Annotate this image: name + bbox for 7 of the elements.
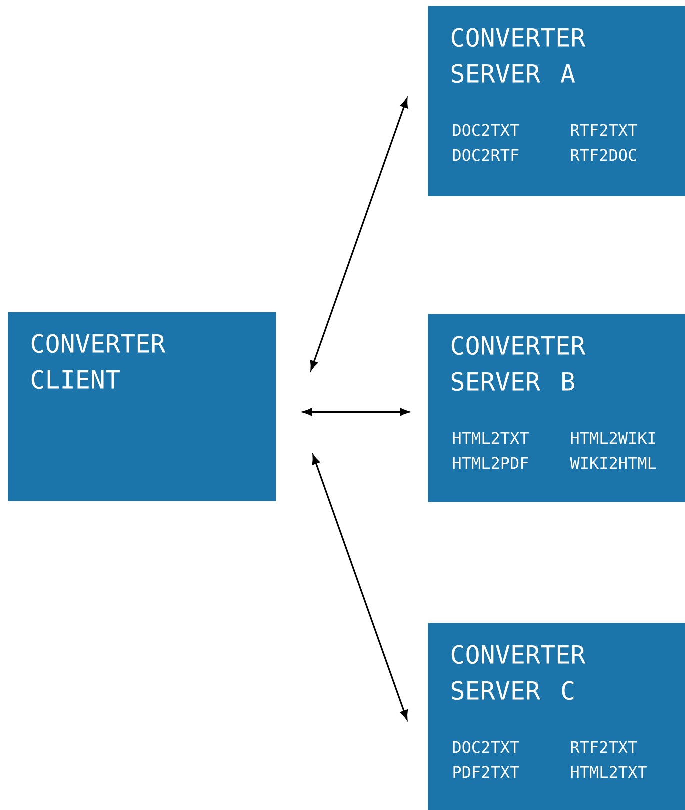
arrow bbox=[302, 408, 410, 416]
server-box: CONVERTER SERVER A DOC2TXT RTF2TXT DOC2RTF RTF2DOC bbox=[428, 6, 685, 196]
client-box: CONVERTER CLIENT bbox=[8, 312, 276, 502]
server-box: CONVERTER SERVER B HTML2TXT HTML2WIKI HTML2PDF WIKI2HTML bbox=[428, 314, 685, 502]
arrow bbox=[312, 455, 408, 720]
server-box: CONVERTER SERVER C DOC2TXT RTF2TXT PDF2TXT HTML2TXT bbox=[428, 623, 685, 810]
arrow bbox=[310, 98, 408, 370]
